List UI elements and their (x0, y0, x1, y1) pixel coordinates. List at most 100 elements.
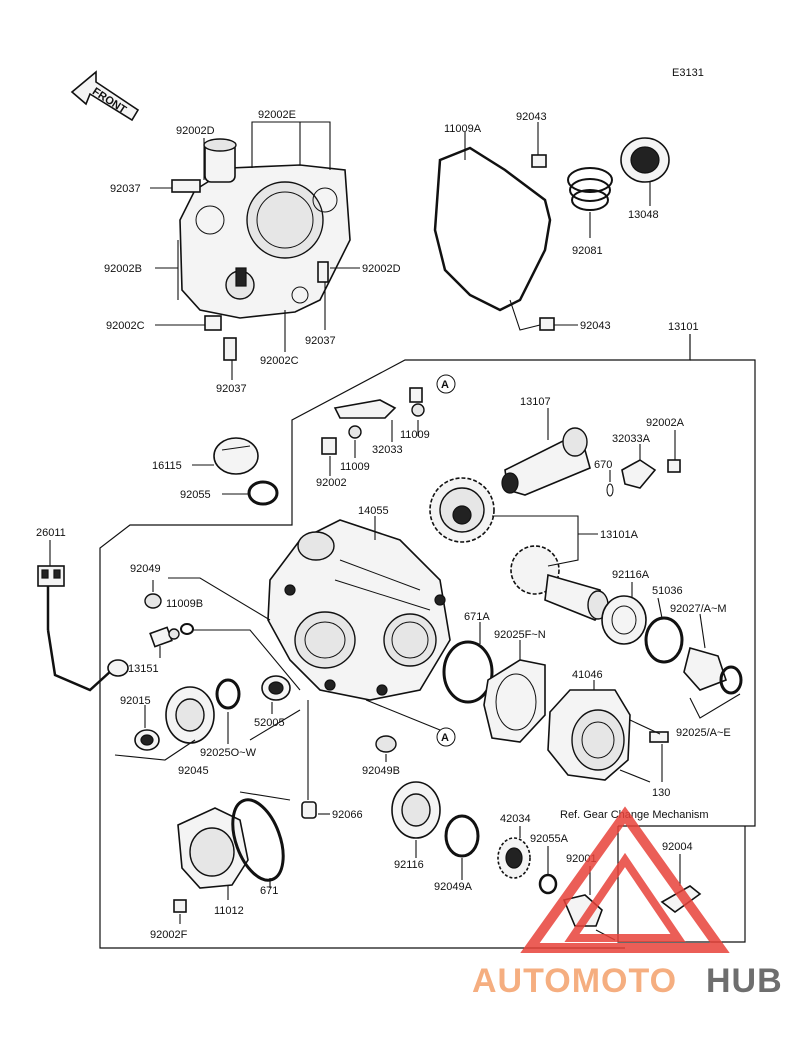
label-13101A: 13101A (600, 529, 639, 541)
seal-92049 (144, 593, 162, 609)
o-ring-671 (231, 798, 285, 882)
watermark-triangle-icon (520, 806, 730, 953)
callout-a-bottom-letter: A (441, 732, 449, 744)
label-13107: 13107 (520, 396, 551, 408)
label-92043-bottom: 92043 (580, 320, 611, 332)
label-671: 671 (260, 885, 278, 897)
label-92002A: 92002A (646, 417, 685, 429)
shim-92025 (719, 665, 743, 695)
label-92055A: 92055A (530, 833, 569, 845)
diagram-id: E3131 (672, 67, 704, 79)
shaft-13107 (501, 427, 591, 496)
watermark-brand-prefix: AUTOMOTO (472, 962, 677, 1000)
label-92045: 92045 (178, 765, 209, 777)
callout-a-top-letter: A (441, 379, 449, 391)
o-ring-92055 (247, 480, 279, 506)
label-32033A: 32033A (612, 433, 651, 445)
label-92002B: 92002B (104, 263, 142, 275)
label-92002D-right: 92002D (362, 263, 401, 275)
shim-51036 (644, 616, 684, 664)
crankcase-cover (171, 138, 351, 361)
assembly-frame (99, 334, 691, 949)
spring-icon (567, 167, 613, 211)
bearing-92045 (165, 686, 215, 744)
label-92049A: 92049A (434, 881, 473, 893)
label-11009-a: 11009 (400, 429, 430, 441)
label-92002C-bottom: 92002C (260, 355, 299, 367)
sleeve-92027 (683, 647, 728, 691)
label-41046: 41046 (572, 669, 603, 681)
label-11012: 11012 (214, 905, 244, 917)
label-13048: 13048 (628, 209, 659, 221)
label-52005: 52005 (254, 717, 285, 729)
label-14055: 14055 (358, 505, 389, 517)
label-26011: 26011 (36, 527, 66, 539)
label-92025FN: 92025F~N (494, 629, 546, 641)
shim-92025OW (215, 678, 241, 710)
sensor-harness (37, 565, 129, 692)
bolt-92002F (173, 899, 187, 913)
bearing-92116A (601, 595, 647, 645)
label-92116: 92116 (394, 859, 424, 871)
label-92066: 92066 (332, 809, 363, 821)
label-16115: 16115 (152, 460, 182, 472)
label-92027: 92027/A~M (670, 603, 727, 615)
o-ring-671A (442, 640, 494, 704)
breather-fitting (321, 387, 425, 455)
pinion-gear (510, 545, 609, 621)
label-92116A: 92116A (612, 569, 650, 581)
dowel-pin-icon (171, 179, 201, 193)
label-130: 130 (652, 787, 670, 799)
label-671A: 671A (464, 611, 490, 623)
label-11009A: 11009A (444, 123, 482, 135)
dowel-pin-icon (531, 154, 547, 168)
label-13101: 13101 (668, 321, 699, 333)
washer-11009B (180, 623, 194, 635)
label-92049: 92049 (130, 563, 161, 575)
label-670: 670 (594, 459, 612, 471)
callout-a-top (436, 374, 456, 394)
ref-gear-change-mechanism: Ref. Gear Change Mechanism (560, 809, 709, 821)
gear-42034 (497, 837, 531, 879)
bearing-92116 (391, 781, 441, 839)
cover-11012 (177, 807, 249, 889)
dowel-pin-icon (539, 317, 555, 331)
seal-92049B (375, 735, 397, 753)
label-92081: 92081 (572, 245, 603, 257)
label-92002F: 92002F (150, 929, 188, 941)
label-92025OW: 92025O~W (200, 747, 257, 759)
shim-92025FN (483, 659, 546, 743)
label-92002D-top: 92002D (176, 125, 215, 137)
final-gear-housing (267, 519, 451, 701)
label-92002C-left: 92002C (106, 320, 145, 332)
plug-92066 (301, 801, 317, 819)
seal-92049A (444, 814, 480, 858)
o-ring-92055A (538, 873, 558, 895)
lever-32033A (606, 459, 681, 497)
sensor-13151 (149, 626, 180, 648)
label-42034: 42034 (500, 813, 531, 825)
bevel-gear-13101A (429, 477, 495, 543)
label-92037-b: 92037 (305, 335, 336, 347)
label-92015: 92015 (120, 695, 151, 707)
watermark: AUTOMOTO HUB (472, 806, 783, 1000)
cover-gasket (433, 146, 552, 312)
bolt-130 (649, 731, 669, 743)
label-92025AE: 92025/A~E (676, 727, 731, 739)
watermark-brand-suffix: HUB (706, 962, 783, 1000)
seal-52005 (261, 675, 291, 701)
label-51036: 51036 (652, 585, 683, 597)
label-92049B: 92049B (362, 765, 400, 777)
callout-a-bottom (436, 727, 456, 747)
label-92002E: 92002E (258, 109, 296, 121)
label-32033: 32033 (372, 444, 403, 456)
label-92037-c: 92037 (216, 383, 247, 395)
label-92004: 92004 (662, 841, 693, 853)
label-11009-b: 11009 (340, 461, 370, 473)
bearing-13048 (620, 137, 670, 183)
label-92037-a: 92037 (110, 183, 141, 195)
label-92043-top: 92043 (516, 111, 547, 123)
front-arrow: FRONT (70, 70, 140, 122)
